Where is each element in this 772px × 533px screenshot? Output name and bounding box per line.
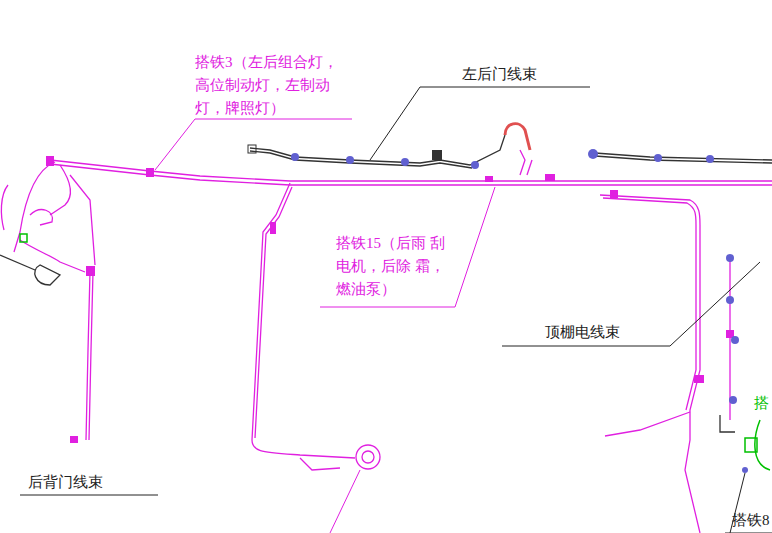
ground-callout: 搭铁15（后雨 刮电机，后除 霜，燃油泵）	[336, 232, 448, 301]
ground-callout: 搭	[754, 392, 769, 415]
harness-name: 顶棚电线束	[545, 321, 620, 344]
harness-name: 左后门线束	[462, 63, 537, 86]
harness-name: 后背门线束	[28, 471, 103, 494]
ground-callout: 搭铁3（左后组合灯， 高位制动灯，左制动 灯，牌照灯）	[195, 51, 355, 120]
ground-callout: 搭铁8	[732, 509, 770, 532]
